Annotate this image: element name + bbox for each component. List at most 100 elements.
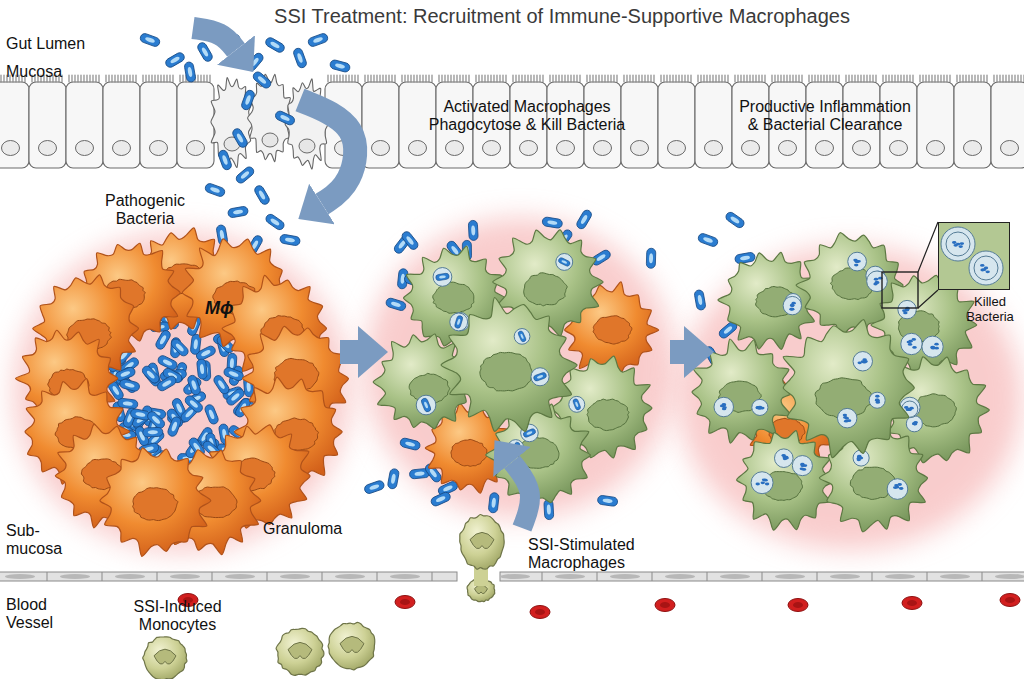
bacterium-core bbox=[220, 341, 226, 352]
endothelial-nucleus bbox=[225, 574, 255, 579]
node-text: Mϕ bbox=[205, 298, 249, 319]
bacterium bbox=[114, 366, 136, 382]
phagosome bbox=[867, 271, 888, 292]
epithelial-nucleus bbox=[76, 141, 94, 156]
bacterium bbox=[462, 240, 471, 260]
bacterium-body bbox=[232, 397, 252, 418]
bacterium-body bbox=[223, 366, 245, 382]
bacterium bbox=[182, 376, 203, 396]
red-blood-cell-center bbox=[183, 597, 193, 603]
node-text: Productive Inflammation & Bacterial Clea… bbox=[735, 98, 915, 135]
flow-arrow bbox=[512, 462, 530, 528]
bacterium bbox=[240, 89, 255, 111]
bacterium bbox=[149, 312, 171, 330]
killed-bacterium bbox=[876, 273, 880, 276]
bacterium-body bbox=[130, 410, 152, 429]
cell-body bbox=[158, 450, 261, 555]
bacterium-body bbox=[170, 337, 190, 358]
endothelial-nucleus bbox=[775, 574, 805, 579]
endothelial-nucleus bbox=[995, 574, 1024, 579]
bacterium bbox=[143, 427, 163, 437]
bacterium-core bbox=[146, 453, 154, 464]
microvilli bbox=[476, 75, 506, 82]
activated-macrophage bbox=[819, 422, 927, 531]
bacterium-body bbox=[204, 403, 220, 425]
bacterium bbox=[156, 374, 178, 392]
killed-bacterium bbox=[843, 414, 847, 417]
bacterium-body bbox=[597, 495, 618, 507]
bacterium-body bbox=[114, 366, 134, 387]
bacterium-body bbox=[488, 492, 499, 513]
cell-nucleus bbox=[194, 487, 238, 518]
monocyte-nucleus bbox=[470, 532, 494, 548]
bacterium-body bbox=[228, 365, 244, 387]
monocyte-neck bbox=[474, 566, 488, 586]
cell-body bbox=[33, 275, 139, 381]
zoom-region bbox=[882, 272, 918, 308]
cell-body bbox=[182, 239, 292, 347]
phagosome bbox=[556, 253, 573, 270]
bacterium-core bbox=[191, 380, 198, 391]
bacterium bbox=[167, 416, 183, 438]
bacterium-body bbox=[245, 51, 265, 72]
bacterium bbox=[454, 315, 463, 329]
bacterium bbox=[130, 410, 152, 429]
bacterium bbox=[329, 59, 351, 73]
activated-macrophage bbox=[796, 233, 903, 340]
killed-bacterium bbox=[905, 307, 909, 310]
bacterium-body bbox=[240, 89, 255, 111]
killed-bacterium bbox=[898, 483, 902, 486]
bacterium-core bbox=[187, 67, 193, 78]
bacterium-body bbox=[142, 405, 154, 426]
bacterium bbox=[217, 149, 232, 171]
cell-body bbox=[565, 282, 659, 376]
bacterium-body bbox=[179, 403, 199, 424]
epithelial-cell bbox=[0, 82, 29, 168]
epithelial-cell bbox=[436, 82, 473, 168]
zoom-inset-box: Killed Bacteria bbox=[938, 222, 1010, 290]
bacterium-core bbox=[222, 429, 228, 440]
activated-macrophage bbox=[552, 356, 652, 458]
bacterium-body bbox=[183, 394, 204, 414]
bacterium-core bbox=[227, 253, 237, 263]
bacterium bbox=[400, 230, 419, 251]
bacterium bbox=[245, 51, 265, 72]
cell-nucleus bbox=[103, 279, 145, 310]
killed-bacterium bbox=[873, 275, 877, 278]
region-label: Mucosa bbox=[6, 63, 96, 81]
killed-bacterium bbox=[844, 420, 848, 423]
cell-body bbox=[16, 330, 118, 429]
bacterium-core bbox=[116, 406, 123, 417]
bacterium-body bbox=[119, 378, 141, 392]
endothelial-junction bbox=[707, 572, 708, 581]
killed-bacterium bbox=[908, 340, 912, 343]
bacterium-body bbox=[264, 213, 286, 232]
epithelial-cell bbox=[695, 82, 732, 168]
bacterium-core bbox=[148, 372, 158, 382]
bacterium bbox=[112, 401, 126, 423]
vessel-wall bbox=[0, 572, 457, 581]
bacterium-body bbox=[204, 182, 226, 197]
endothelial-junction bbox=[377, 572, 378, 581]
inset-content bbox=[938, 222, 1010, 290]
inactive-macrophage bbox=[242, 326, 348, 431]
inactive-macrophage bbox=[222, 275, 326, 382]
cell-nucleus bbox=[593, 316, 632, 344]
bacterium-body bbox=[511, 441, 521, 453]
bacterium-core bbox=[439, 275, 446, 279]
bacterium-core bbox=[270, 41, 281, 49]
bacterium bbox=[231, 127, 249, 149]
bacterium bbox=[488, 492, 499, 513]
killed-bacterium bbox=[905, 309, 909, 312]
monocyte-body bbox=[328, 622, 375, 670]
epithelial-nucleus bbox=[1001, 141, 1019, 156]
bacterium-core bbox=[429, 468, 438, 478]
bacterium bbox=[424, 462, 443, 483]
bacterium-body bbox=[119, 356, 140, 375]
bacterium bbox=[575, 209, 593, 231]
killed-bacterium bbox=[760, 407, 764, 410]
bacterium-core bbox=[217, 379, 226, 390]
killed-bacterium bbox=[894, 484, 898, 487]
bacterium bbox=[590, 249, 612, 267]
